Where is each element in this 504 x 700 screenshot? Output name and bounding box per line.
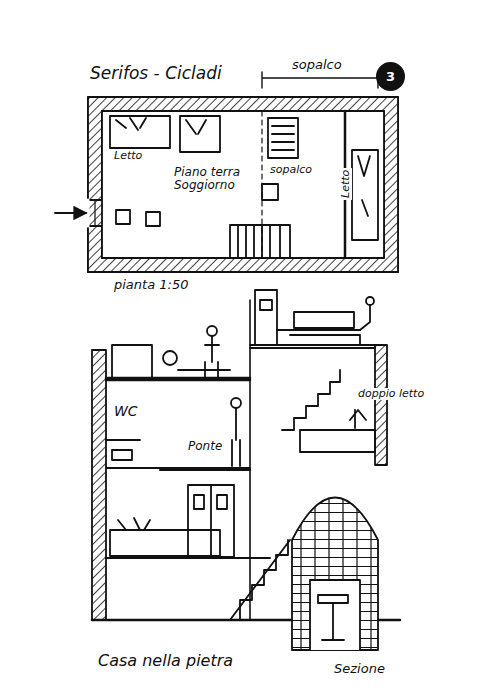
room-label: Ponte — [186, 440, 224, 453]
scale-note: pianta 1:50 — [112, 278, 190, 292]
callout-number: 3 — [386, 69, 395, 84]
furniture-label: doppio letto — [356, 388, 426, 400]
sketch-caption: Casa nella pietra — [96, 652, 235, 670]
room-label: WC — [112, 404, 140, 419]
view-label: Sezione — [332, 662, 387, 676]
sketch-title: Serifos - Cicladi — [88, 64, 224, 83]
room-label: sopalco — [268, 164, 314, 176]
room-label: Letto — [340, 168, 352, 200]
room-label: Letto — [112, 150, 144, 162]
bracket-label: sopalco — [290, 58, 344, 72]
callout-circle: 3 — [376, 62, 405, 91]
room-label: Piano terra Soggiorno — [172, 166, 260, 192]
